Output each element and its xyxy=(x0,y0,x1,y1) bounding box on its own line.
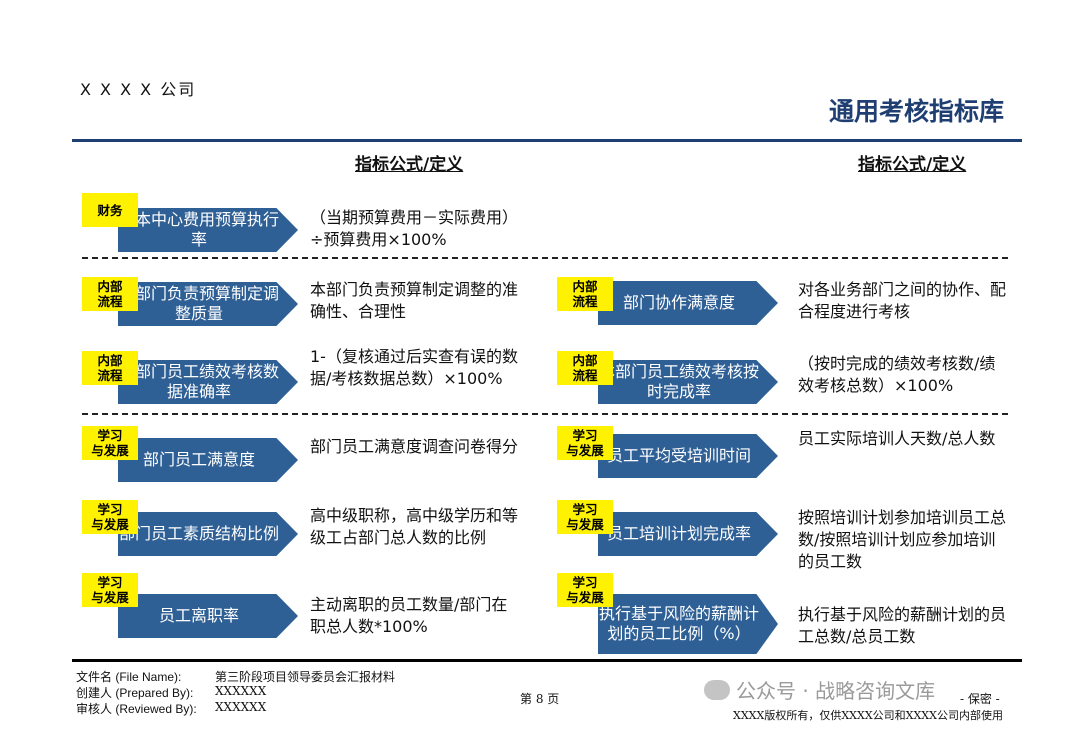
indicator-definition: 执行基于风险的薪酬计划的员工总数/总员工数 xyxy=(798,605,1007,646)
category-tag: 内部流程 xyxy=(557,277,613,311)
column-heading-right: 指标公式/定义 xyxy=(858,155,967,175)
indicator-definition: 本部门负责预算制定调整的准确性、合理性 xyxy=(310,280,519,321)
header-rule xyxy=(72,139,1022,142)
indicator-arrow: 员工离职率 xyxy=(118,594,298,638)
watermark: 公众号 · 战略咨询文库 xyxy=(704,675,935,704)
indicator-arrow: 执行基于风险的薪酬计划的员工比例（%） xyxy=(598,594,778,654)
category-tag: 内部流程 xyxy=(82,277,138,311)
indicator-arrow: 本部门员工绩效考核数据准确率 xyxy=(118,360,298,404)
page-number: 第 8 页 xyxy=(520,692,560,706)
section-divider xyxy=(82,413,1008,415)
category-tag: 学习与发展 xyxy=(557,573,613,607)
indicator-definition: 对各业务部门之间的协作、配合程度进行考核 xyxy=(798,280,1007,321)
indicator-definition: 部门员工满意度调查问卷得分 xyxy=(310,437,519,456)
reviewed-by-value: XXXXXX xyxy=(215,700,267,714)
indicator-arrow: 部门员工素质结构比例 xyxy=(118,512,298,556)
indicator-arrow: 部门协作满意度 xyxy=(598,281,778,325)
category-tag: 内部流程 xyxy=(557,351,613,385)
reviewed-by-label: 审核人 (Reviewed By): xyxy=(76,702,197,716)
indicator-definition: 高中级职称，高中级学历和等级工占部门总人数的比例 xyxy=(310,506,519,547)
copyright-notice: XXXX版权所有，仅供XXXX公司和XXXX公司内部使用 xyxy=(733,709,1003,722)
category-tag: 学习与发展 xyxy=(557,426,613,460)
indicator-definition: （当期预算费用－实际费用）÷预算费用×100% xyxy=(310,208,519,249)
category-tag: 学习与发展 xyxy=(82,573,138,607)
indicator-definition: 1-（复核通过后实查有误的数据/考核数据总数）×100% xyxy=(310,347,518,388)
watermark-text: 公众号 · 战略咨询文库 xyxy=(736,679,936,703)
category-tag: 学习与发展 xyxy=(557,500,613,534)
confidential-mark: - 保密 - xyxy=(960,692,1000,706)
prepared-by-label: 创建人 (Prepared By): xyxy=(76,686,194,700)
category-tag: 财务 xyxy=(82,193,138,227)
section-divider xyxy=(82,257,1008,259)
company-name: X X X X 公司 xyxy=(80,80,197,99)
indicator-arrow: 本部门负责预算制定调整质量 xyxy=(118,282,298,326)
indicator-arrow: 员工培训计划完成率 xyxy=(598,512,778,556)
file-name-value: 第三阶段项目领导委员会汇报材料 xyxy=(215,670,396,684)
file-name-label: 文件名 (File Name): xyxy=(76,670,182,684)
prepared-by-value: XXXXXX xyxy=(215,684,267,698)
indicator-definition: （按时完成的绩效考核数/绩效考核总数）×100% xyxy=(798,354,996,395)
indicator-arrow: 本部门员工绩效考核按时完成率 xyxy=(598,360,778,404)
indicator-definition: 员工实际培训人天数/总人数 xyxy=(798,429,996,448)
wechat-icon xyxy=(704,679,730,700)
indicator-definition: 按照培训计划参加培训员工总数/按照培训计划应参加培训的员工数 xyxy=(798,508,1007,571)
category-tag: 学习与发展 xyxy=(82,500,138,534)
category-tag: 学习与发展 xyxy=(82,426,138,460)
indicator-definition: 主动离职的员工数量/部门在职总人数*100% xyxy=(310,595,508,636)
page-title: 通用考核指标库 xyxy=(828,97,1004,126)
indicator-arrow: 员工平均受培训时间 xyxy=(598,434,778,478)
footer-rule xyxy=(72,659,1022,662)
indicator-arrow: 部门员工满意度 xyxy=(118,438,298,482)
category-tag: 内部流程 xyxy=(82,351,138,385)
column-heading-left: 指标公式/定义 xyxy=(355,155,464,175)
indicator-arrow: 成本中心费用预算执行率 xyxy=(118,208,298,252)
